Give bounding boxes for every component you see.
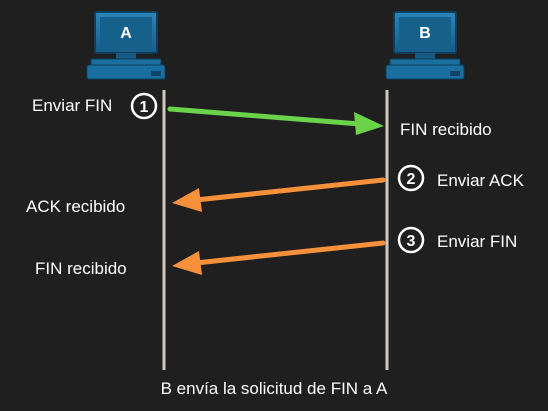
step-1-sender-label: Enviar FIN [32, 96, 113, 115]
step-1-receiver-label: FIN recibido [400, 120, 492, 139]
computer-a-icon: A [86, 11, 166, 80]
diagram-caption: B envía la solicitud de FIN a A [160, 379, 388, 398]
step-1-badge: 1 [130, 92, 158, 120]
step-2-receiver-label: ACK recibido [26, 197, 126, 216]
computer-b-label: B [419, 25, 431, 42]
arrow-step-1 [167, 106, 384, 135]
step-2-sender-label: Enviar ACK [437, 171, 524, 190]
step-3-sender-label: Enviar FIN [437, 232, 518, 251]
arrow-step-3 [172, 240, 386, 275]
step-3-badge: 3 [397, 226, 425, 254]
arrow-step-2 [172, 177, 386, 212]
step-2-number: 2 [407, 171, 416, 188]
step-2-badge: 2 [397, 164, 425, 192]
step-3-receiver-label: FIN recibido [35, 259, 127, 278]
step-1-number: 1 [140, 99, 149, 116]
step-3-number: 3 [407, 233, 416, 250]
computer-a-label: A [120, 25, 132, 42]
computer-b-icon: B [385, 11, 465, 80]
